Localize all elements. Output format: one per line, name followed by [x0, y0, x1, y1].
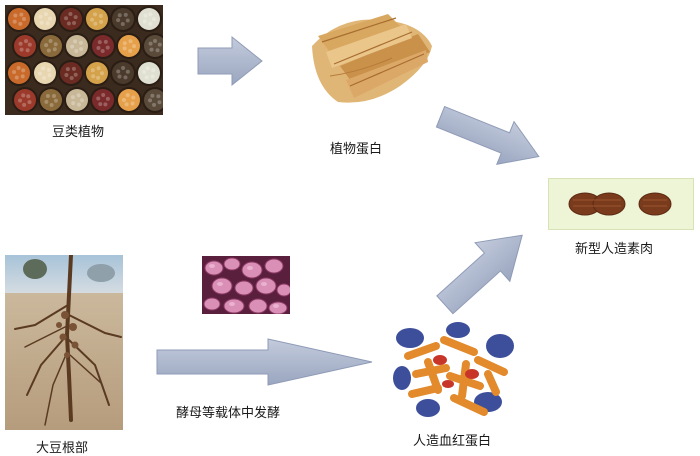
arrow-heme-to-meat — [436, 234, 523, 315]
meat-patties-icon — [568, 192, 672, 216]
legumes-label: 豆类植物 — [52, 125, 105, 140]
legumes-image — [5, 5, 163, 115]
heme-image — [388, 316, 520, 424]
protein-structure-icon — [388, 316, 520, 424]
arrow-protein-to-meat — [435, 105, 540, 165]
soybean-root-icon — [5, 255, 123, 430]
yeast-image — [202, 256, 290, 314]
tofu-skin-icon — [300, 6, 440, 110]
patty-panel — [548, 178, 694, 230]
arrow-root-to-heme — [156, 338, 373, 386]
new-meat-label: 新型人造素肉 — [575, 242, 654, 257]
arrow-legumes-to-protein — [197, 35, 263, 87]
plant-protein-label: 植物蛋白 — [330, 142, 383, 157]
beans-photo-icon — [5, 5, 163, 115]
heme-label: 人造血红蛋白 — [413, 434, 492, 449]
soy-root-image — [5, 255, 123, 430]
soy-root-label: 大豆根部 — [36, 441, 89, 456]
yeast-micrograph-icon — [202, 256, 290, 314]
yeast-fermentation-label: 酵母等载体中发酵 — [176, 406, 281, 421]
plant-protein-image — [300, 6, 440, 110]
